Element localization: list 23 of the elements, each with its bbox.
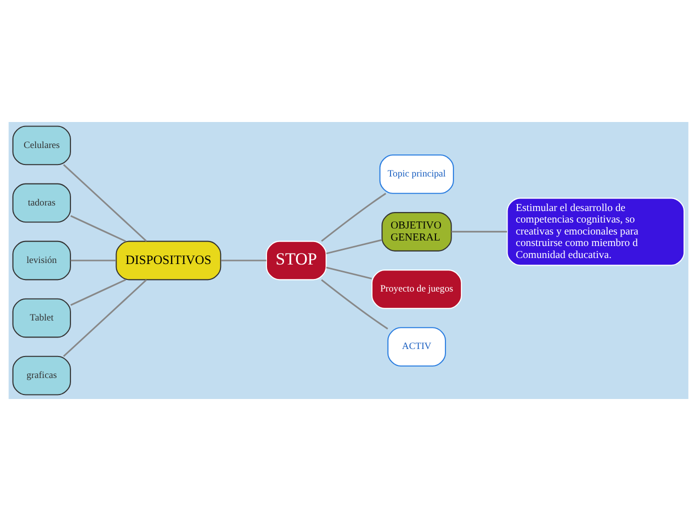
node-box: OBJETIVO GENERAL bbox=[382, 212, 452, 251]
node-box: Tablet bbox=[12, 298, 71, 338]
connector bbox=[63, 164, 147, 242]
connector bbox=[321, 192, 386, 242]
connector bbox=[326, 238, 382, 254]
connector bbox=[321, 278, 388, 330]
node-box: Celulares bbox=[12, 125, 71, 165]
node-box: DISPOSITIVOS bbox=[116, 240, 222, 280]
connector bbox=[70, 214, 126, 242]
connector bbox=[221, 259, 266, 261]
node-box: ACTIV bbox=[387, 326, 446, 366]
node-box: STOP bbox=[266, 240, 327, 280]
connector bbox=[70, 259, 116, 261]
node-box: Estimular el desarrollo de competencias cognitivas, so creativas y emocionales para construirse como miembro d Comunidad educativa. bbox=[506, 197, 685, 266]
connector bbox=[70, 278, 126, 306]
connector bbox=[63, 278, 147, 356]
node-box: graficas bbox=[12, 355, 71, 395]
node-box: Proyecto de juegos bbox=[371, 269, 462, 308]
node-box: Topic principal bbox=[379, 154, 454, 194]
connector bbox=[451, 230, 507, 232]
connector bbox=[326, 266, 372, 279]
node-box: tadoras bbox=[12, 182, 71, 222]
node-box: levisión bbox=[12, 240, 71, 280]
